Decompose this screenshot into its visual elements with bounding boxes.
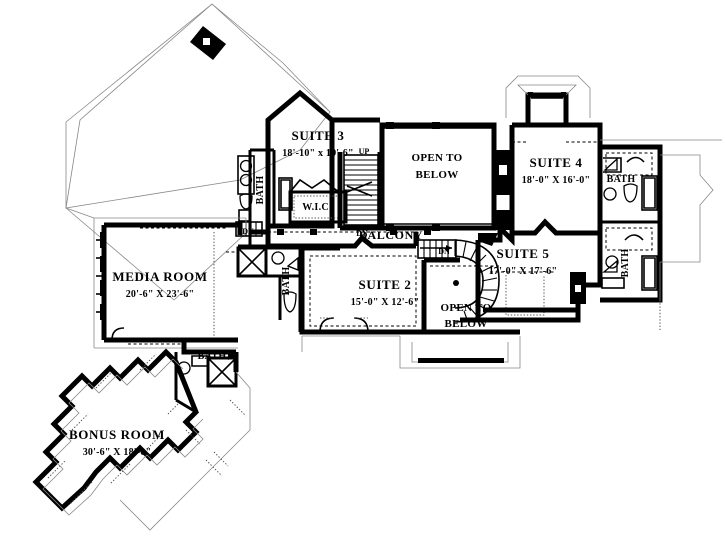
bath-suite3-fixtures xyxy=(237,155,293,222)
suite4-walls xyxy=(505,75,722,236)
suite2-walls xyxy=(299,245,521,369)
room-dimensions-suite5: 17'-0" X 17'-6" xyxy=(489,266,558,277)
room-dimensions-suite4: 18'-0" X 16'-0" xyxy=(522,175,591,186)
room-label-bonusroom: BONUS ROOM xyxy=(69,427,165,442)
room-dimensions-suite2: 15'-0" X 12'-6" xyxy=(351,297,420,308)
room-label-suite5: SUITE 5 xyxy=(497,246,550,261)
bath-label-bonus: BATH xyxy=(198,351,227,362)
open-to-below-upper-line1: OPEN TO xyxy=(412,152,463,164)
suite3-walls xyxy=(248,89,380,235)
open-to-below-upper-line2: BELOW xyxy=(415,169,458,181)
room-label-suite3: SUITE 3 xyxy=(292,128,345,143)
room-label-balcony: BALCONY xyxy=(359,228,423,242)
diagonal-porch-roof xyxy=(65,3,331,301)
bath-label-suite5: BATH xyxy=(620,249,631,278)
bath-label-suite4: BATH xyxy=(607,174,636,185)
open-to-below-upper-outline xyxy=(379,122,512,231)
room-dimensions-mediaroom: 20'-6" X 23'-6" xyxy=(126,289,195,300)
bath-label-suite3: BATH xyxy=(255,176,266,205)
mediaroom-walls xyxy=(93,217,246,349)
open-to-below-lower-line1: OPEN TO xyxy=(441,302,492,314)
stair-label-dn-curved: DN xyxy=(438,247,450,256)
right-bathrooms xyxy=(600,144,714,330)
room-label-mediaroom: MEDIA ROOM xyxy=(112,269,207,284)
bonusroom-walls xyxy=(32,340,251,531)
bath-label-suite2: BATH xyxy=(281,267,292,296)
closet-label-wic: W.I.C. xyxy=(302,202,332,213)
room-label-suite2: SUITE 2 xyxy=(359,277,412,292)
misc-lines xyxy=(65,207,303,352)
laundry-utility xyxy=(226,221,302,332)
stair-label-dn-media: DN xyxy=(242,227,254,236)
open-to-below-lower-line2: BELOW xyxy=(444,318,487,330)
room-dimensions-bonusroom: 30'-6" X 18'-0" xyxy=(83,447,152,458)
room-label-suite4: SUITE 4 xyxy=(530,155,583,170)
stair-label-up-main: UP xyxy=(359,147,370,156)
room-dimensions-suite3: 18'-10" x 19'-6" xyxy=(282,148,354,159)
stair-label-dn-main: DN xyxy=(356,229,368,238)
